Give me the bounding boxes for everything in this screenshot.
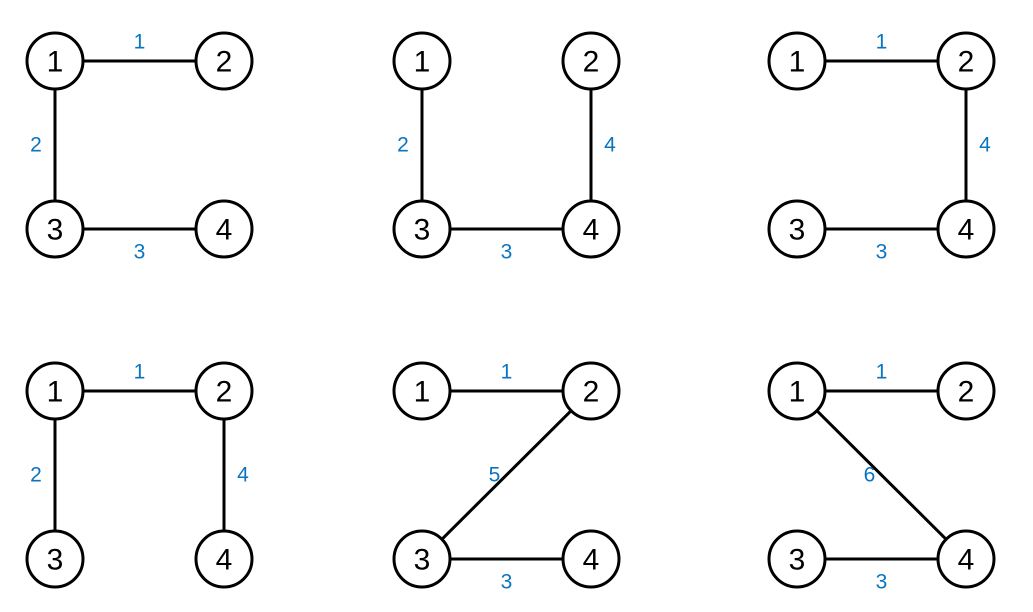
- node-circle: [25, 199, 85, 259]
- node-circle: [25, 31, 85, 91]
- node-3: 3: [392, 199, 452, 259]
- node-4: 4: [194, 529, 254, 589]
- node-label: 4: [958, 214, 975, 247]
- node-3: 3: [25, 199, 85, 259]
- node-1: 1: [767, 31, 827, 91]
- edge-2-3: [440, 409, 573, 541]
- node-1: 1: [25, 31, 85, 91]
- edge-weight-label: 3: [501, 571, 513, 594]
- node-circle: [767, 529, 827, 589]
- graph-panel-6: 1 6 3 1 2 3 4: [767, 361, 996, 594]
- node-4: 4: [936, 529, 996, 589]
- edge-weight-label: 2: [30, 464, 42, 487]
- node-label: 3: [47, 214, 64, 247]
- graph-panel-4: 1 2 4 1 2 3 4: [25, 361, 254, 589]
- node-label: 1: [414, 46, 431, 79]
- node-2: 2: [936, 361, 996, 421]
- node-circle: [936, 529, 996, 589]
- edge-weight-label: 1: [134, 361, 146, 384]
- node-circle: [392, 199, 452, 259]
- node-4: 4: [936, 199, 996, 259]
- node-circle: [936, 199, 996, 259]
- node-circle: [25, 361, 85, 421]
- edge-weight-label: 6: [864, 464, 876, 487]
- node-2: 2: [194, 361, 254, 421]
- node-label: 3: [789, 214, 806, 247]
- node-circle: [194, 199, 254, 259]
- edge-weight-label: 3: [876, 241, 888, 264]
- edge-weight-label: 2: [30, 134, 42, 157]
- graph-panel-2: 2 4 3 1 2 3 4: [392, 31, 621, 264]
- node-label: 1: [414, 376, 431, 409]
- node-label: 2: [583, 46, 600, 79]
- node-2: 2: [561, 361, 621, 421]
- node-label: 1: [47, 376, 64, 409]
- node-circle: [561, 199, 621, 259]
- node-1: 1: [392, 361, 452, 421]
- edge-weight-label: 3: [501, 241, 513, 264]
- node-2: 2: [561, 31, 621, 91]
- node-label: 3: [47, 544, 64, 577]
- node-label: 3: [789, 544, 806, 577]
- edge-weight-label: 4: [237, 464, 249, 487]
- edge-weight-label: 3: [134, 241, 146, 264]
- edge-weight-label: 1: [876, 31, 888, 54]
- edge-weight-label: 1: [134, 31, 146, 54]
- edge-weight-label: 4: [604, 134, 616, 157]
- node-1: 1: [25, 361, 85, 421]
- node-circle: [194, 529, 254, 589]
- node-label: 2: [958, 376, 975, 409]
- node-circle: [392, 529, 452, 589]
- edge-1-4: [815, 409, 948, 541]
- node-label: 1: [47, 46, 64, 79]
- node-circle: [936, 31, 996, 91]
- edge-weight-label: 3: [876, 571, 888, 594]
- node-1: 1: [767, 361, 827, 421]
- node-label: 2: [958, 46, 975, 79]
- node-label: 4: [216, 214, 233, 247]
- node-4: 4: [194, 199, 254, 259]
- node-circle: [561, 361, 621, 421]
- node-4: 4: [561, 199, 621, 259]
- node-2: 2: [194, 31, 254, 91]
- node-circle: [767, 199, 827, 259]
- node-3: 3: [392, 529, 452, 589]
- graph-panel-3: 1 4 3 1 2 3 4: [767, 31, 996, 264]
- node-circle: [392, 361, 452, 421]
- edge-weight-label: 2: [397, 134, 409, 157]
- node-4: 4: [561, 529, 621, 589]
- node-label: 4: [583, 544, 600, 577]
- graph-panel-5: 1 5 3 1 2 3 4: [392, 361, 621, 594]
- node-label: 1: [789, 376, 806, 409]
- node-1: 1: [392, 31, 452, 91]
- edge-weight-label: 4: [979, 134, 991, 157]
- graph-panel-1: 1 2 3 1 2 3 4: [25, 31, 254, 264]
- node-label: 4: [216, 544, 233, 577]
- node-circle: [561, 31, 621, 91]
- node-circle: [561, 529, 621, 589]
- node-circle: [194, 361, 254, 421]
- edge-weight-label: 1: [501, 361, 513, 384]
- node-circle: [194, 31, 254, 91]
- node-circle: [25, 529, 85, 589]
- edge-weight-label: 1: [876, 361, 888, 384]
- node-label: 2: [216, 46, 233, 79]
- node-label: 2: [583, 376, 600, 409]
- node-3: 3: [767, 199, 827, 259]
- node-circle: [767, 31, 827, 91]
- node-label: 4: [958, 544, 975, 577]
- node-label: 1: [789, 46, 806, 79]
- edge-weight-label: 5: [489, 464, 501, 487]
- node-3: 3: [767, 529, 827, 589]
- node-label: 3: [414, 214, 431, 247]
- node-circle: [767, 361, 827, 421]
- node-circle: [392, 31, 452, 91]
- node-3: 3: [25, 529, 85, 589]
- node-label: 4: [583, 214, 600, 247]
- node-circle: [936, 361, 996, 421]
- node-2: 2: [936, 31, 996, 91]
- node-label: 3: [414, 544, 431, 577]
- node-label: 2: [216, 376, 233, 409]
